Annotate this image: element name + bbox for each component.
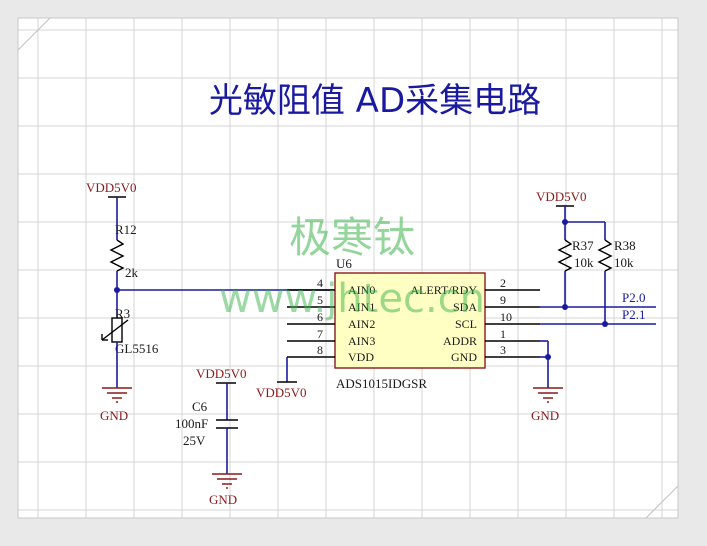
- u6-pin-name: AIN1: [348, 300, 375, 314]
- vdd-c6-label: VDD5V0: [196, 366, 247, 381]
- watermark-cn: 极寒钛: [289, 213, 415, 262]
- vdd-u6-symbol: VDD5V0: [256, 357, 307, 400]
- u6-pin-num: 5: [317, 293, 323, 307]
- net-label-scl: P2.1: [622, 307, 645, 322]
- u6-pin-num: 4: [317, 276, 323, 290]
- u6-pin-num: 10: [500, 310, 512, 324]
- r37-value: 10k: [574, 255, 594, 270]
- u6-pin-name: GND: [451, 350, 477, 364]
- gnd-u6-symbol: GND: [531, 340, 563, 423]
- u6-pin-num: 1: [500, 327, 506, 341]
- c6-rating: 25V: [183, 433, 206, 448]
- u6-pin-num: 2: [500, 276, 506, 290]
- u6-pin-num: 3: [500, 343, 506, 357]
- resistor-r12: R12 2k: [109, 222, 139, 318]
- r3-ref: R3: [115, 306, 130, 321]
- u6-pin-num: 8: [317, 343, 323, 357]
- u6-body: [334, 272, 486, 369]
- resistor-r37: R37 10k: [557, 222, 594, 310]
- u6-pin-name: ADDR: [443, 334, 477, 348]
- u6-pin-name: AIN3: [348, 334, 375, 348]
- u6-pin-name: AIN0: [348, 283, 375, 297]
- gnd-u6-label: GND: [531, 408, 559, 423]
- u6-pin-name: ALERT/RDY: [410, 283, 477, 297]
- paper: [17, 17, 679, 519]
- page-title: 光敏阻值 AD采集电路: [209, 81, 541, 121]
- gnd-r3-symbol: GND: [100, 387, 132, 423]
- u6-ref: U6: [336, 256, 352, 271]
- u6-pin-num: 9: [500, 293, 506, 307]
- r37-ref: R37: [572, 238, 594, 253]
- vdd-r12-label: VDD5V0: [86, 180, 137, 195]
- r12-ref: R12: [115, 222, 137, 237]
- watermark-url: www.jhtec.cn: [219, 276, 485, 322]
- net-label-sda: P2.0: [622, 290, 645, 305]
- ic-u6: U6 ADS1015IDGSR 4 5 6 7 8 AIN0 AIN1 AIN2…: [287, 256, 540, 391]
- c6-value: 100nF: [175, 416, 208, 431]
- r38-value: 10k: [614, 255, 634, 270]
- c6-ref: C6: [192, 399, 208, 414]
- capacitor-c6: C6 100nF 25V: [175, 399, 238, 474]
- r3-value: GL5516: [115, 341, 159, 356]
- r38-ref: R38: [614, 238, 636, 253]
- vdd-r12-symbol: VDD5V0: [86, 180, 137, 240]
- r12-value: 2k: [125, 265, 139, 280]
- grid: [18, 18, 678, 518]
- gnd-r3-label: GND: [100, 408, 128, 423]
- u6-part: ADS1015IDGSR: [336, 376, 427, 391]
- u6-pin-num: 7: [317, 327, 323, 341]
- u6-pin-num: 6: [317, 310, 323, 324]
- u6-pin-name: VDD: [348, 350, 374, 364]
- u6-pin-name: AIN2: [348, 317, 375, 331]
- vdd-c6-symbol: VDD5V0: [196, 366, 247, 420]
- u6-pin-name: SDA: [453, 300, 477, 314]
- gnd-c6-symbol: GND: [209, 473, 242, 507]
- photoresistor-r3: R3 GL5516: [101, 306, 159, 388]
- gnd-c6-label: GND: [209, 492, 237, 507]
- vdd-pullup-label: VDD5V0: [536, 189, 587, 204]
- u6-pin-name: SCL: [455, 317, 477, 331]
- vdd-u6-label: VDD5V0: [256, 385, 307, 400]
